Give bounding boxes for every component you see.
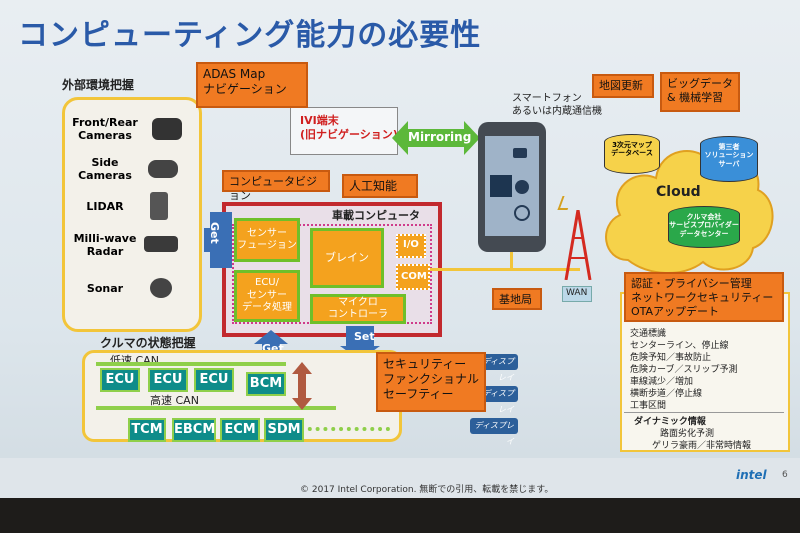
ecu-3: ECU [194,368,234,392]
com-wan-line [430,268,580,271]
tools-icon [490,175,512,197]
environment-heading: 外部環境把握 [62,78,135,92]
ecu-2: ECU [148,368,188,392]
sensor-sonar: Sonar [86,282,124,295]
info-item: 横断歩道／停止線 [630,389,703,399]
get-left-arrow [204,212,232,268]
mirroring-arrow [392,121,480,155]
vehicle-state-heading: クルマの状態把握 [100,336,196,350]
tcm: TCM [128,418,166,442]
callout-bigdata: ビッグデータ & 機械学習 [660,72,740,112]
dynamic-heading: ダイナミック情報 [634,417,706,427]
db-third-party: 第三者 ソリューション サーバ [700,136,758,182]
ivi-box [290,107,398,155]
sdm: SDM [264,418,304,442]
ecu-1: ECU [100,368,140,392]
camera-icon [152,118,182,140]
com-label: COM [401,271,427,282]
dynamic-item: 路面劣化予測 [660,429,715,439]
mirroring-label: Mirroring [408,130,472,144]
radar-icon [144,236,178,252]
side-camera-icon [148,160,178,178]
ecu-processing-box: ECU/ センサー データ処理 [234,270,300,322]
sensor-milliwave-radar: Milli-wave Radar [73,232,137,259]
high-can-bus [96,406,336,410]
message-icon [513,148,527,158]
display-3: ディスプレイ [470,418,518,446]
callout-ai: 人工知能 [342,174,418,198]
io-label: I/O [403,239,419,250]
info-item: 交通標識 [630,329,667,339]
set-label: Set [354,330,375,343]
sonar-icon [150,278,172,298]
callout-adas-map: ADAS Map ナビゲーション [196,62,308,108]
navigation-icon [514,205,530,221]
dynamic-divider [624,412,784,413]
page-title: コンピューティング能力の必要性 [18,18,482,53]
brain-box: ブレイン [310,228,384,288]
callout-security: 認証・プライバシー管理 ネットワークセキュリティー OTAアップデート [624,272,784,322]
info-item: 危険カーブ／スリップ予測 [630,365,738,375]
tower-icon [564,210,592,280]
bcm: BCM [246,372,286,396]
db-provider: クルマ会社 サービスプロバイダー データセンター [668,206,740,248]
smartphone-label: スマートフォン あるいは内蔵通信機 [512,93,602,117]
info-item: 危険予知／事故防止 [630,353,712,363]
page-number: 6 [782,470,788,480]
display-2: ディスプレイ [478,386,518,414]
info-item: 車線減少／増加 [630,377,694,387]
info-item: 工事区間 [630,401,667,411]
ecm: ECM [220,418,260,442]
callout-computer-vision: コンピュータビジョン [222,170,330,202]
io-box [396,234,426,258]
dynamic-item: ゲリラ豪雨／非常時情報 [652,441,752,451]
sensor-front-rear-cameras: Front/Rear Cameras [72,116,138,143]
footer-copyright: © 2017 Intel Corporation. 無断での引用、転載を禁じます… [300,485,554,495]
phone-line [510,252,513,270]
cloud-label: Cloud [656,184,701,200]
display-1: ディスプレイ [478,354,518,382]
wan-label: WAN [566,288,588,298]
high-can-label: 高速 CAN [150,394,199,407]
info-item: センターライン、停止線 [630,341,729,351]
ebcm: EBCM [172,418,216,442]
wan-box [562,286,592,302]
footer-strip [0,458,800,498]
signal-icon [557,196,573,210]
intel-logo: intel [736,468,767,482]
info-list: 交通標識 センターライン、停止線 危険予知／事故防止 危険カーブ／スリップ予測 … [630,328,780,412]
micro-controller-box: マイクロ コントローラ [310,294,406,324]
vehicle-computer-label: 車載コンピュータ [332,209,420,222]
callout-map-update: 地図更新 [592,74,654,98]
sensor-lidar: LIDAR [86,200,124,213]
low-can-bus [96,362,286,366]
db-3d-map: 3次元マップ データベース [604,134,660,174]
high-can-bus-dotted [300,427,390,431]
com-box [396,264,430,290]
get-left-label: Get [208,222,221,244]
callout-safety: セキュリティー ファンクショナル セーフティー [376,352,486,412]
music-icon [515,180,529,194]
sensor-side-cameras: Side Cameras [78,156,132,183]
callout-base-station: 基地局 [492,288,542,310]
sensor-fusion-box: センサー フュージョン [234,218,300,262]
updown-arrow [292,362,312,410]
ivi-label: IVI端末 (旧ナビゲーション) [300,114,398,142]
lidar-icon [150,192,168,220]
